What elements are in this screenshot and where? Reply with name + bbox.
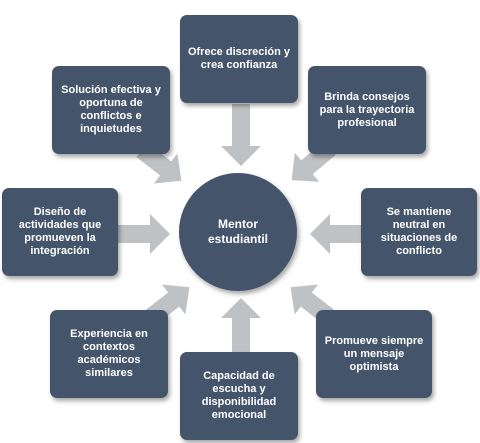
node-label: Ofrece discreción y crea confianza: [187, 46, 291, 71]
node-label: Experiencia en contextos académicos simi…: [70, 328, 148, 379]
arrow-from-top: [221, 104, 261, 166]
node-diseno: Diseño de actividades que promueven la i…: [2, 188, 118, 276]
node-solucion: Solución efectiva y oportuna de conflict…: [52, 66, 170, 154]
center-node: Mentor estudiantil: [179, 173, 297, 291]
node-consejos: Brinda consejos para la trayectoria prof…: [308, 66, 426, 154]
node-escucha: Capacidad de escucha y disponibilidad em…: [180, 352, 298, 440]
node-discrecion: Ofrece discreción y crea confianza: [180, 15, 298, 103]
arrow-from-left: [118, 214, 170, 254]
node-optimista: Promueve siempre un mensaje optimista: [316, 310, 432, 398]
arrow-from-bottom: [221, 298, 261, 352]
node-label: Se mantiene neutral en situaciones de co…: [380, 206, 458, 257]
node-label: Diseño de actividades que promueven la i…: [18, 206, 102, 257]
node-neutral: Se mantiene neutral en situaciones de co…: [361, 188, 477, 276]
node-experiencia: Experiencia en contextos académicos simi…: [50, 310, 168, 398]
center-node-label: Mentor estudiantil: [207, 217, 268, 246]
node-label: Promueve siempre un mensaje optimista: [324, 334, 424, 373]
node-label: Solución efectiva y oportuna de conflict…: [61, 84, 161, 135]
node-label: Capacidad de escucha y disponibilidad em…: [201, 370, 277, 421]
arrow-from-right: [310, 214, 362, 254]
node-label: Brinda consejos para la trayectoria prof…: [319, 90, 415, 129]
